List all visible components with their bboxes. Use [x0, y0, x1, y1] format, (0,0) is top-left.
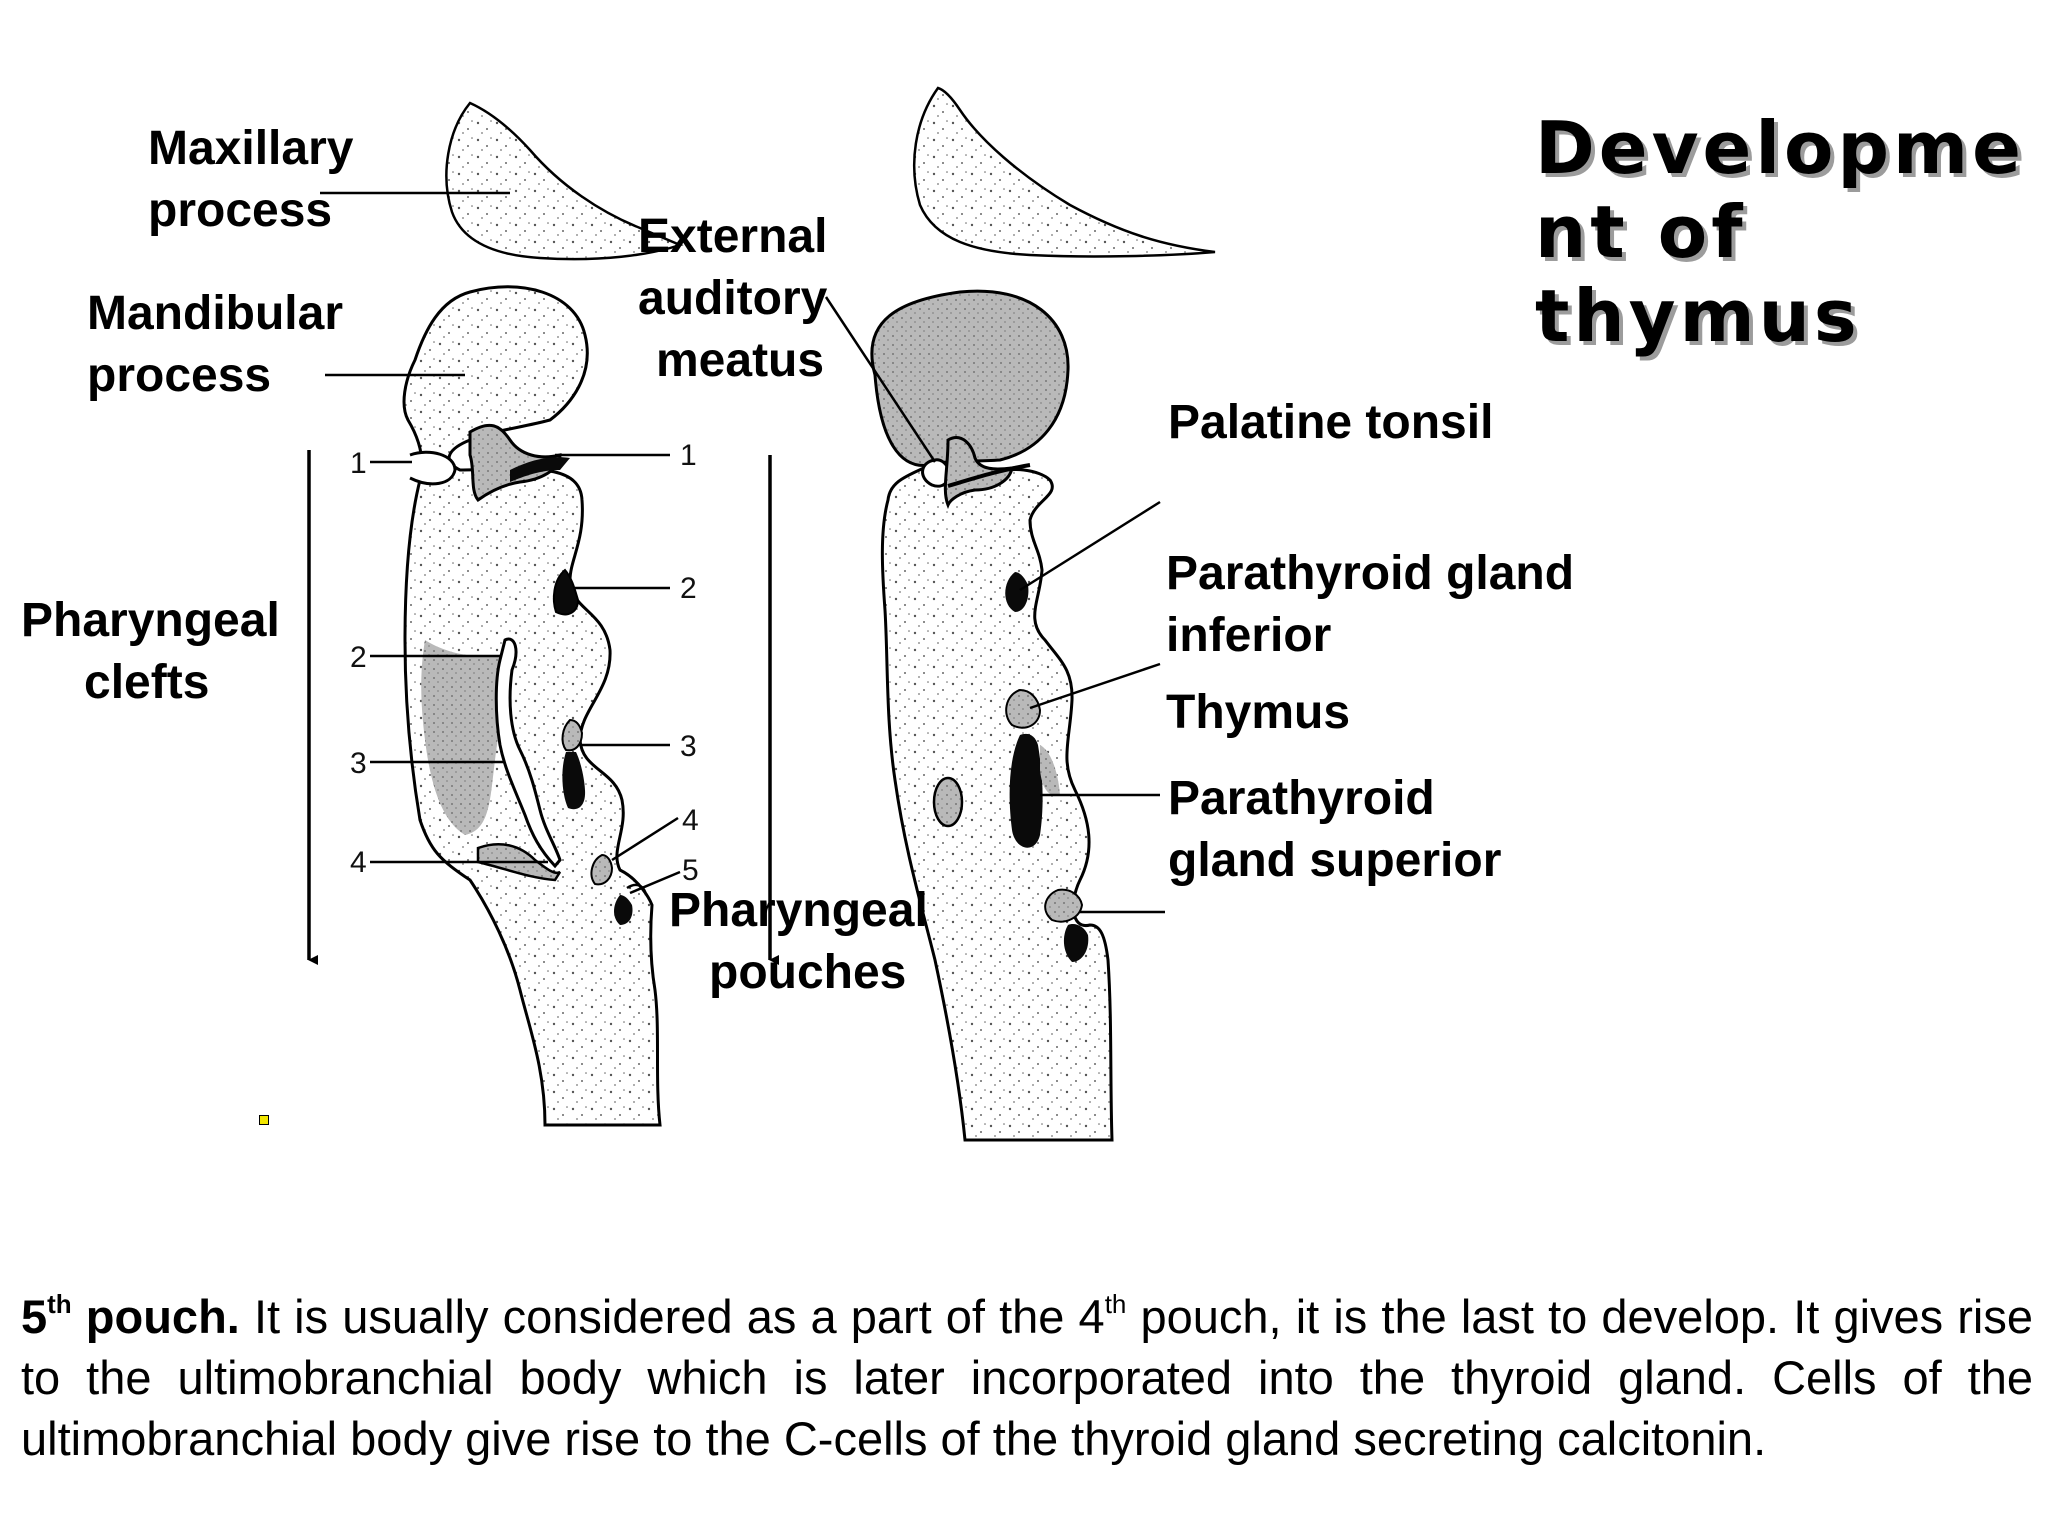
title-line: thymus: [1535, 274, 1861, 358]
caption-lead-word: pouch.: [71, 1290, 240, 1343]
label-parathyroid-inferior: inferior: [1166, 609, 1332, 662]
label-parathyroid-superior: Parathyroid: [1168, 772, 1435, 825]
right-maxillary-process: [912, 86, 1216, 258]
label-parathyroid-inferior: Parathyroid gland: [1166, 547, 1575, 600]
title-line: Developme: [1535, 106, 2025, 190]
right-small-oval: [932, 776, 964, 828]
left-pouch-2: [552, 568, 580, 616]
label-pharyngeal-clefts: clefts: [84, 656, 210, 709]
cleft-number: 1: [350, 447, 367, 480]
caption-superscript: th: [1104, 1289, 1127, 1319]
label-mandibular: process: [87, 349, 272, 402]
label-parathyroid-superior: gland superior: [1168, 834, 1502, 887]
right-mandibular-arch: [870, 289, 1070, 468]
right-parathyroid-superior: [1009, 733, 1043, 848]
right-palatine-tonsil: [943, 436, 1014, 510]
pouch-number: 1: [680, 439, 697, 472]
label-pharyngeal-pouches: Pharyngeal: [669, 884, 928, 937]
pouch-number: 2: [680, 572, 697, 605]
caption-paragraph: 5th pouch. It is usually considered as a…: [21, 1286, 2033, 1469]
slide-title: Developme nt of thymus: [1535, 106, 2035, 358]
label-mandibular: Mandibular: [87, 287, 344, 340]
left-arch-body: [402, 285, 662, 1127]
right-body: [880, 463, 1114, 1142]
caption-lead-number: 5: [21, 1290, 48, 1343]
left-pouch-5: [614, 895, 633, 925]
label-external-auditory-meatus: meatus: [656, 334, 825, 387]
left-pouch-1-rim: [510, 457, 570, 482]
yellow-marker: [259, 1115, 269, 1125]
pouch-number: 5: [682, 854, 699, 887]
label-pharyngeal-clefts: Pharyngeal: [21, 594, 280, 647]
caption-text: pouch, it is the last to develop. It giv…: [21, 1290, 2034, 1465]
right-thymus: [1005, 688, 1042, 729]
cleft-numbers: 1 2 3 4: [350, 447, 367, 879]
right-parathyroid-inferior: [1005, 572, 1029, 612]
left-maxillary-process: [445, 101, 684, 261]
caption-lead-superscript: th: [47, 1289, 72, 1319]
pouch-numbers: 1 2 3 4 5: [680, 439, 699, 887]
cleft-number: 4: [350, 846, 367, 879]
right-ultimobranchial-gray: [1044, 888, 1084, 923]
right-ultimobranchial-dark: [1063, 924, 1089, 962]
caption-text: It is usually considered as a part of th…: [239, 1290, 1105, 1343]
title-line: nt of: [1535, 190, 1747, 274]
label-external-auditory-meatus: External: [638, 210, 828, 263]
pouch-number: 4: [682, 804, 699, 837]
left-cervical-sinus: [421, 640, 505, 835]
left-embryo: [402, 101, 684, 1127]
left-pouch-1: [468, 423, 562, 503]
cleft-number: 3: [350, 747, 367, 780]
left-pouch-3-gray: [561, 718, 584, 752]
right-embryo: [870, 86, 1216, 1142]
label-palatine-tonsil: Palatine tonsil: [1168, 396, 1494, 449]
caption-lead: 5th pouch.: [21, 1290, 240, 1343]
label-pharyngeal-pouches: pouches: [709, 946, 907, 999]
pouch-number: 3: [680, 730, 697, 763]
label-external-auditory-meatus: auditory: [638, 272, 828, 325]
label-maxillary: Maxillary: [148, 122, 354, 175]
cleft-number: 2: [350, 641, 367, 674]
label-maxillary: process: [148, 184, 333, 237]
left-pouch-3-dark: [562, 752, 586, 810]
label-thymus: Thymus: [1166, 686, 1351, 739]
right-thymus-extension: [1040, 745, 1060, 796]
left-pouch-4: [590, 853, 614, 886]
left-cleft-2-3: [494, 637, 562, 869]
left-leader-lines: [320, 191, 681, 895]
right-leader-lines: [824, 296, 1165, 914]
left-cleft-1: [409, 450, 457, 486]
